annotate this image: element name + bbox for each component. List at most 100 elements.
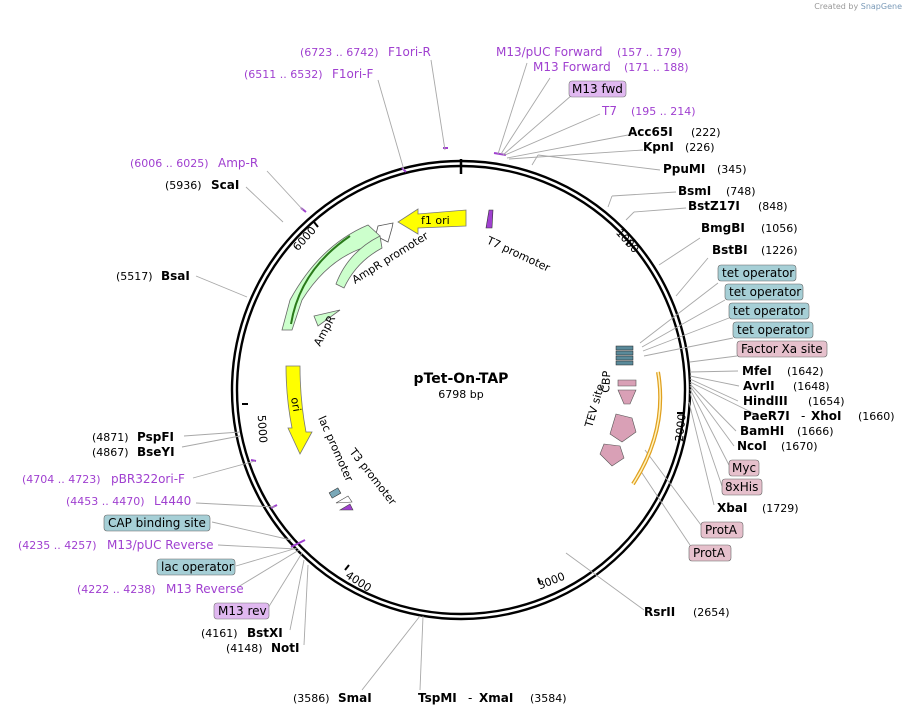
prota-orange-arc — [631, 371, 663, 486]
t7-promoter-mark — [485, 209, 494, 229]
tet-operator-box-3 — [728, 302, 810, 320]
bottom-labels: (3586) SmaI TspMI - XmaI (3584) — [293, 691, 567, 705]
plasmid-length: 6798 bp — [438, 388, 483, 401]
svg-text:2000: 2000 — [673, 413, 689, 442]
enzyme-rsrii: RsrII — [644, 605, 675, 619]
m13-forward-label: M13 Forward — [533, 60, 611, 74]
tap-tag-features — [599, 379, 637, 467]
svg-text:(4453 .. 4470): (4453 .. 4470) — [66, 495, 145, 508]
pbr322ori-f-label: pBR322ori-F — [111, 472, 185, 486]
ampr-body — [335, 235, 383, 289]
svg-text:(5936): (5936) — [165, 179, 202, 192]
svg-text:(157 .. 179): (157 .. 179) — [617, 46, 682, 59]
svg-text:(1670): (1670) — [781, 440, 818, 453]
enzyme-acc65i: Acc65I — [628, 125, 673, 139]
svg-text:8xHis: 8xHis — [725, 480, 758, 494]
f1ori-r-label: F1ori-R — [388, 45, 431, 59]
t7-promoter-label: T7 promoter — [484, 234, 553, 275]
ampr-arrowhead — [313, 309, 341, 327]
svg-text:-: - — [801, 409, 805, 423]
svg-text:(4222 .. 4238): (4222 .. 4238) — [77, 583, 156, 596]
svg-text:(226): (226) — [685, 141, 715, 154]
svg-text:(748): (748) — [726, 185, 756, 198]
enzyme-bsmi: BsmI — [678, 184, 711, 198]
svg-text:tet operator: tet operator — [737, 323, 809, 337]
t7-primer-label: T7 — [601, 104, 617, 118]
tick-5000: 5000 — [242, 403, 270, 443]
prota-box-2 — [688, 544, 732, 562]
svg-text:(5517): (5517) — [116, 270, 153, 283]
svg-text:(345): (345) — [717, 163, 747, 176]
svg-text:ProtA: ProtA — [693, 546, 726, 560]
svg-text:(6723 .. 6742): (6723 .. 6742) — [300, 46, 379, 59]
svg-text:(171 .. 188): (171 .. 188) — [624, 61, 689, 74]
prota-box-1 — [700, 521, 744, 539]
svg-text:CAP binding site: CAP binding site — [108, 516, 206, 530]
enzyme-bstbi: BstBI — [712, 243, 748, 257]
tet-operator-box-1 — [717, 264, 797, 282]
svg-text:(848): (848) — [758, 200, 788, 213]
cbp-label: CBP — [599, 370, 614, 393]
plasmid-name: pTet-On-TAP — [414, 371, 509, 387]
svg-text:Myc: Myc — [732, 461, 756, 475]
svg-text:M13 fwd: M13 fwd — [572, 82, 623, 96]
snapgene-logo: SnapGene — [860, 2, 902, 11]
enzyme-bsai: BsaI — [161, 269, 190, 283]
enzyme-bmgbi: BmgBI — [701, 221, 745, 235]
svg-text:lac operator: lac operator — [161, 560, 234, 574]
svg-text:(222): (222) — [691, 126, 721, 139]
svg-text:(6511 .. 6532): (6511 .. 6532) — [244, 68, 323, 81]
tick-6000: 6000 — [290, 221, 319, 254]
f1ori-f-label: F1ori-F — [332, 67, 373, 81]
svg-text:(2654): (2654) — [693, 606, 730, 619]
svg-text:(1226): (1226) — [761, 244, 798, 257]
svg-text:6000: 6000 — [290, 224, 318, 254]
myc-box — [728, 459, 760, 477]
svg-text:tet operator: tet operator — [722, 266, 794, 280]
svg-text:(6006 .. 6025): (6006 .. 6025) — [130, 157, 209, 170]
left-labels: (6723 .. 6742) F1ori-R (6511 .. 6532) F1… — [18, 45, 431, 655]
svg-text:tet operator: tet operator — [733, 304, 805, 318]
tet-operator-stack — [615, 345, 634, 366]
prota-orange-arc-inner — [632, 371, 661, 485]
l4440-label: L4440 — [154, 494, 191, 508]
ori-label: ori — [288, 396, 303, 412]
m13-puc-reverse-label: M13/pUC Reverse — [107, 538, 214, 552]
m13-fwd-box — [568, 80, 627, 98]
svg-text:ProtA: ProtA — [705, 523, 738, 537]
svg-text:Factor Xa site: Factor Xa site — [741, 342, 823, 356]
svg-text:(4235 .. 4257): (4235 .. 4257) — [18, 539, 97, 552]
snapgene-credit: Created by SnapGene — [814, 2, 902, 11]
f1-ori-label: f1 ori — [421, 214, 450, 227]
enzyme-xmai: XmaI — [479, 691, 513, 705]
tet-operator-box-4 — [732, 321, 814, 339]
m13-rev-box — [213, 602, 270, 620]
svg-text:(3586): (3586) — [293, 692, 330, 705]
lac-region-features — [328, 487, 354, 511]
svg-text:(4867): (4867) — [92, 446, 129, 459]
enzyme-bamhi: BamHI — [740, 424, 784, 438]
lac-operator-box — [156, 558, 236, 576]
tick-2000: 2000 — [673, 412, 689, 442]
enzyme-noti: NotI — [271, 641, 300, 655]
svg-text:(4161): (4161) — [201, 627, 238, 640]
svg-text:(1648): (1648) — [793, 380, 830, 393]
svg-text:tet operator: tet operator — [729, 285, 801, 299]
enzyme-xhoi: XhoI — [811, 409, 842, 423]
lac-promoter-label: lac promoter — [315, 414, 356, 484]
enzyme-tspmi: TspMI — [418, 691, 457, 705]
enzyme-smai: SmaI — [338, 691, 372, 705]
enzyme-ppumi: PpuMI — [663, 162, 705, 176]
svg-text:(1642): (1642) — [787, 365, 824, 378]
svg-text:M13 rev: M13 rev — [218, 604, 267, 618]
svg-text:(4704 .. 4723): (4704 .. 4723) — [22, 473, 101, 486]
enzyme-bstxi: BstXI — [247, 626, 283, 640]
svg-text:-: - — [468, 691, 472, 705]
his-box — [721, 478, 763, 496]
svg-text:(195 .. 214): (195 .. 214) — [631, 105, 696, 118]
amp-r-label: Amp-R — [218, 156, 258, 170]
enzyme-hindiii: HindIII — [743, 394, 788, 408]
enzyme-scai: ScaI — [211, 178, 239, 192]
right-labels: M13/pUC Forward (157 .. 179) M13 Forward… — [496, 45, 895, 619]
